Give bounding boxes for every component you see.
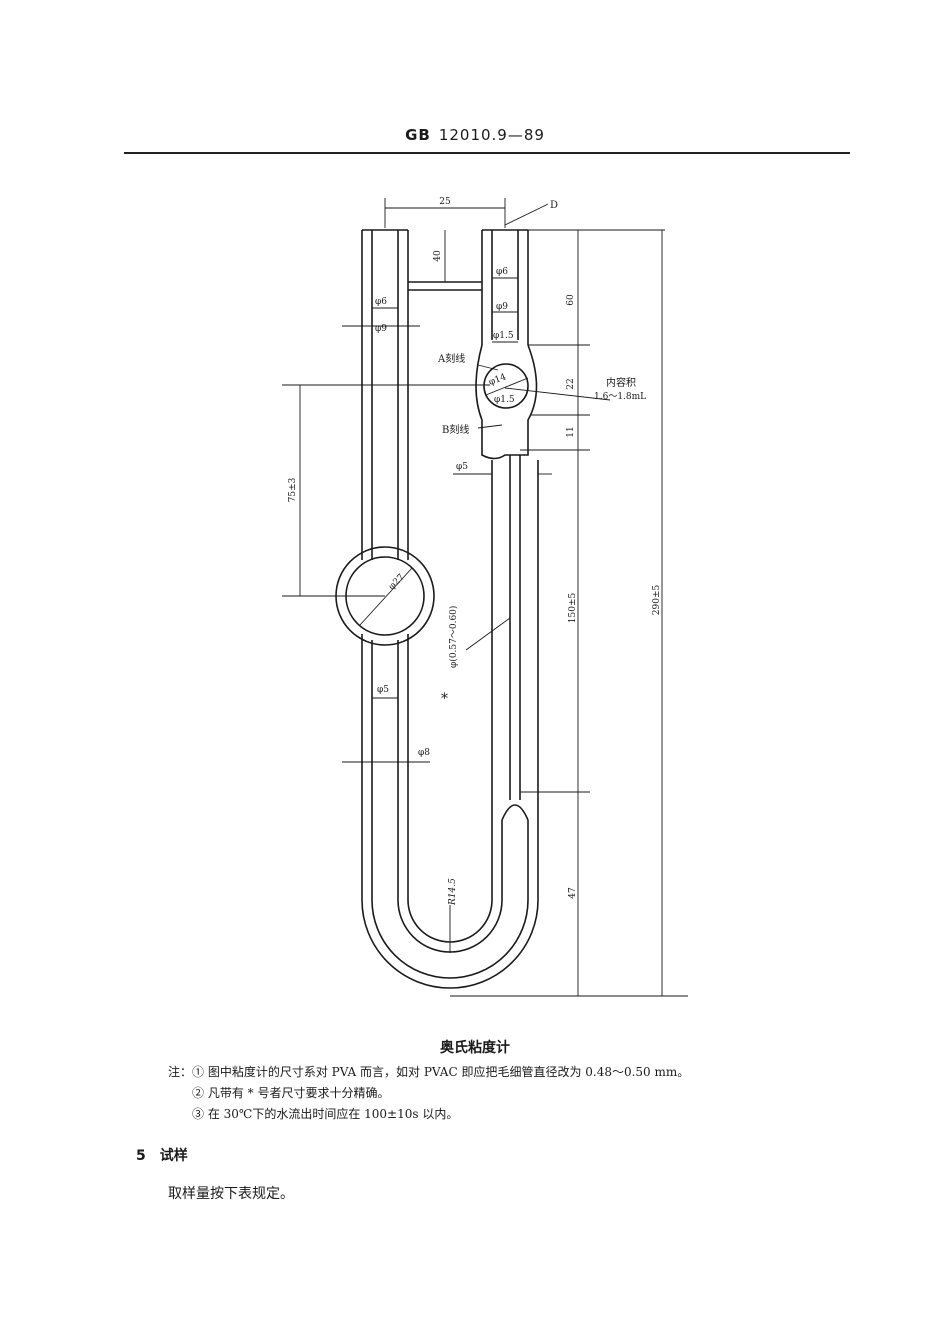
- measuring-bulb-outer: [475, 344, 538, 460]
- page-header: GB 12010.9—89: [0, 126, 950, 144]
- dim-11: 11: [566, 426, 576, 437]
- dim-top-width: 25: [439, 197, 451, 207]
- phi6-right: φ6: [496, 267, 508, 277]
- figure-caption: 奥氏粘度计: [440, 1040, 510, 1056]
- dim-60: 60: [566, 294, 576, 306]
- standard-prefix: GB: [405, 126, 431, 144]
- phi9-right: φ9: [496, 302, 508, 312]
- body-paragraph: 取样量按下表规定。: [168, 1186, 294, 1202]
- phi-capillary: φ(0.57～0.60): [448, 606, 459, 668]
- phi5-right: φ5: [456, 462, 468, 472]
- section-title: 试样: [159, 1148, 188, 1164]
- u-bend-outer: [361, 899, 539, 989]
- dim-150: 150±5: [568, 593, 578, 624]
- notes-block: 注：① 图中粘度计的尺寸系对 PVA 而言，如对 PVAC 即应把毛细管直径改为…: [168, 1062, 689, 1125]
- standard-number: 12010.9—89: [438, 126, 545, 144]
- section-heading: 5 试样: [136, 1145, 188, 1165]
- callout-d: D: [550, 200, 558, 211]
- note-text: ① 图中粘度计的尺寸系对 PVA 而言，如对 PVAC 即应把毛细管直径改为 0…: [192, 1065, 690, 1079]
- mark-a: A刻线: [437, 352, 465, 365]
- note-text: ② 凡带有 * 号者尺寸要求十分精确。: [192, 1086, 390, 1100]
- dim-290: 290±5: [652, 585, 662, 616]
- header-rule: [124, 152, 850, 154]
- note-item: ③ 在 30℃下的水流出时间应在 100±10s 以内。: [168, 1104, 689, 1125]
- note-item: 注：① 图中粘度计的尺寸系对 PVA 而言，如对 PVAC 即应把毛细管直径改为…: [168, 1062, 689, 1083]
- phi6-left: φ6: [375, 297, 387, 307]
- dim-75: 75±3: [288, 477, 298, 502]
- phi1-5-bulb: φ1.5: [494, 395, 515, 405]
- dim-22: 22: [566, 378, 576, 389]
- note-text: ③ 在 30℃下的水流出时间应在 100±10s 以内。: [192, 1107, 459, 1121]
- mark-b: B刻线: [442, 423, 469, 436]
- dim-40: 40: [433, 250, 443, 262]
- notes-prefix: 注：: [168, 1065, 193, 1079]
- star-mark: *: [441, 691, 448, 707]
- radius-label: R14.5: [448, 878, 458, 906]
- phi5-left: φ5: [377, 685, 389, 695]
- phi1-5-top: φ1.5: [493, 331, 514, 341]
- phi9-left: φ9: [375, 324, 387, 334]
- measuring-bulb-inner: [483, 363, 529, 409]
- phi8: φ8: [418, 748, 430, 758]
- phi14: φ14: [488, 372, 508, 388]
- u-bend-inner: [371, 899, 529, 979]
- phi27: φ27: [387, 572, 407, 592]
- note-item: ② 凡带有 * 号者尺寸要求十分精确。: [168, 1083, 689, 1104]
- dim-47: 47: [568, 887, 578, 899]
- capillary-tip: [501, 804, 529, 821]
- volume-value: 1.6～1.8mL: [594, 392, 646, 402]
- section-number: 5: [136, 1148, 146, 1164]
- volume-label: 内容积: [606, 376, 636, 389]
